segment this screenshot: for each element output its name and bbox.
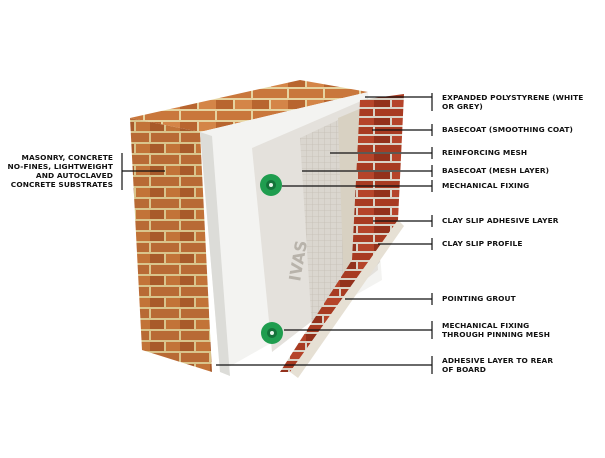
left-label-line-1: MASONRY, CONCRETE (21, 153, 113, 162)
right-label-pointing-grout: POINTING GROUT (345, 293, 516, 305)
right-label-fixing-through-mesh-line-1: MECHANICAL FIXING (442, 321, 529, 330)
right-label-adhesive-rear-line-1: ADHESIVE LAYER TO REAR (442, 356, 553, 365)
right-label-mechanical-fixing-text: MECHANICAL FIXING (442, 181, 529, 190)
right-label-basecoat-mesh: BASECOAT (MESH LAYER) (302, 165, 549, 177)
right-label-mechanical-fixing: MECHANICAL FIXING (282, 180, 529, 192)
right-label-clay-slip-profile-text: CLAY SLIP PROFILE (442, 239, 523, 248)
right-label-reinforcing-mesh: REINFORCING MESH (330, 147, 527, 159)
right-label-pointing-grout-text: POINTING GROUT (442, 294, 516, 303)
mechanical-fixing-lower (261, 322, 283, 344)
clay-slip-profile (280, 94, 404, 372)
right-label-fixing-through-mesh-line-2: THROUGH PINNING MESH (442, 330, 550, 339)
right-label-reinforcing-mesh-text: REINFORCING MESH (442, 148, 527, 157)
right-label-eps: EXPANDED POLYSTYRENE (WHITE OR GREY) (365, 93, 583, 111)
masonry-front-face (130, 118, 212, 372)
right-label-basecoat-mesh-text: BASECOAT (MESH LAYER) (442, 166, 549, 175)
right-label-clay-slip-adhesive-text: CLAY SLIP ADHESIVE LAYER (442, 216, 559, 225)
left-label-line-2: NO-FINES, LIGHTWEIGHT (7, 162, 113, 171)
left-label-line-4: CONCRETE SUBSTRATES (11, 180, 113, 189)
left-label-line-3: AND AUTOCLAVED (36, 171, 113, 180)
right-label-fixing-through-mesh: MECHANICAL FIXING THROUGH PINNING MESH (284, 321, 550, 339)
right-label-basecoat-smoothing: BASECOAT (SMOOTHING COAT) (372, 124, 573, 136)
mechanical-fixing-upper (260, 174, 282, 196)
right-label-adhesive-rear: ADHESIVE LAYER TO REAR OF BOARD (216, 356, 553, 374)
right-label-clay-slip-profile: CLAY SLIP PROFILE (378, 238, 523, 250)
right-label-clay-slip-adhesive: CLAY SLIP ADHESIVE LAYER (373, 215, 559, 227)
left-label-substrates: MASONRY, CONCRETE NO-FINES, LIGHTWEIGHT … (7, 153, 165, 190)
right-label-eps-line-2: OR GREY) (442, 102, 483, 111)
right-label-eps-line-1: EXPANDED POLYSTYRENE (WHITE (442, 93, 583, 102)
eps-board-edge (200, 132, 230, 376)
right-label-adhesive-rear-line-2: OF BOARD (442, 365, 486, 374)
masonry-top-face (130, 80, 368, 132)
right-label-basecoat-smoothing-text: BASECOAT (SMOOTHING COAT) (442, 125, 573, 134)
